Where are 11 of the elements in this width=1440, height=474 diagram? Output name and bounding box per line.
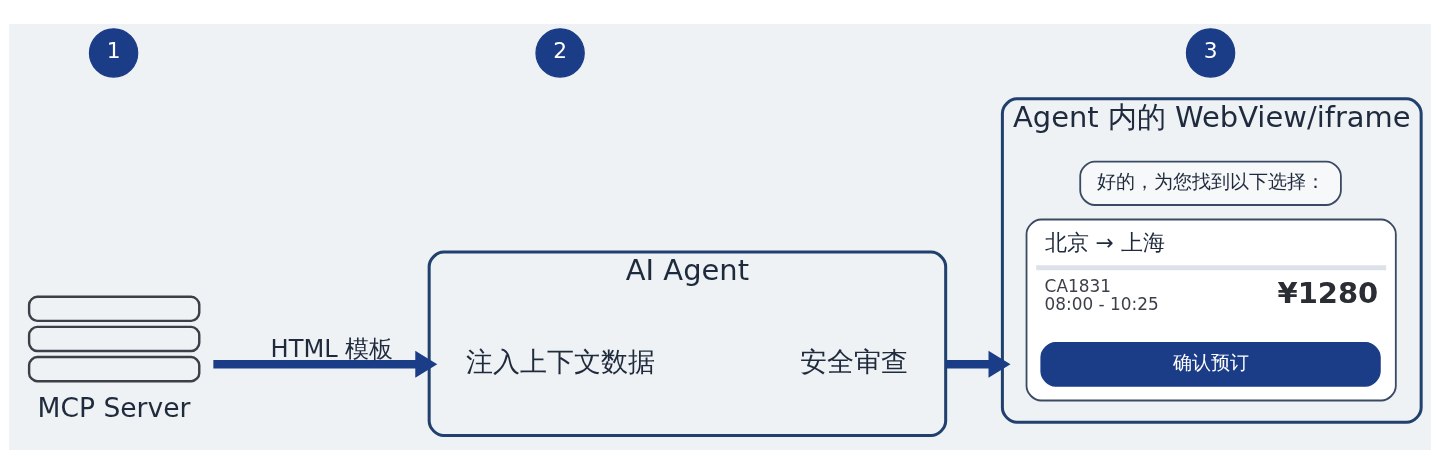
arrow xyxy=(945,350,1011,378)
node-box: 确认预订 xyxy=(1040,342,1381,387)
node-circle: 1 xyxy=(88,28,139,78)
node-label: MCP Server xyxy=(37,391,191,423)
node-circle: 3 xyxy=(1185,28,1236,78)
edge-label: HTML 模板 xyxy=(270,335,394,364)
node-text: 注入上下文数据 xyxy=(465,346,655,378)
arrow xyxy=(213,350,438,378)
node-text: 安全审查 xyxy=(799,346,908,378)
node-box: 好的，为您找到以下选择： xyxy=(1079,160,1342,206)
node-circle: 2 xyxy=(535,28,585,78)
